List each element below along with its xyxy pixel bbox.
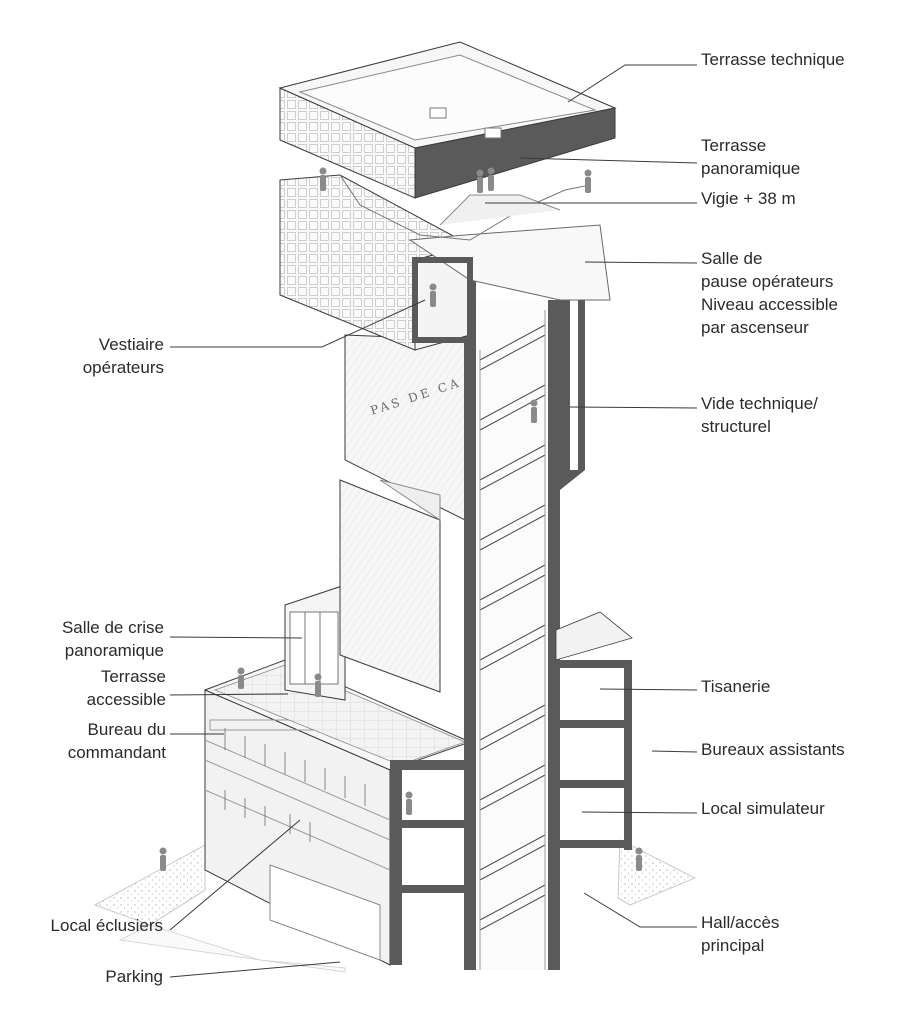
person-figure	[530, 399, 538, 423]
leader-hall	[583, 892, 697, 928]
tower-shaft	[390, 250, 633, 970]
label-local-simulateur: Local simulateur	[701, 799, 825, 818]
label-parking: Parking	[105, 967, 163, 986]
human-figures	[159, 167, 643, 871]
person-figure	[405, 791, 413, 815]
staircase	[479, 310, 546, 970]
leader-bureaux-assistants	[651, 750, 698, 753]
person-figure	[635, 847, 643, 871]
leader-salle-crise	[169, 636, 303, 639]
person-figure	[314, 673, 322, 697]
label-tisanerie: Tisanerie	[701, 677, 771, 696]
person-figure	[584, 169, 592, 193]
label-bureaux-assistants: Bureaux assistants	[701, 740, 845, 759]
leader-local-eclusiers	[169, 819, 301, 931]
leader-lines	[169, 64, 698, 978]
leader-vestiaire	[170, 299, 426, 348]
person-figure	[487, 167, 495, 191]
leader-parking	[169, 961, 341, 978]
label-salle-pause: Salle de pause opérateurs Niveau accessi…	[701, 249, 839, 337]
person-figure	[476, 169, 484, 193]
person-figure	[159, 847, 167, 871]
label-vigie: Vigie + 38 m	[701, 189, 796, 208]
leader-terrasse-technique	[567, 64, 697, 103]
label-vestiaire: Vestiaire opérateurs	[82, 335, 164, 377]
leader-terrasse-panoramique	[519, 157, 698, 164]
label-hall-acces: Hall/accès principal	[701, 913, 780, 955]
person-figure	[319, 167, 327, 191]
upper-grid-volume	[278, 41, 617, 351]
label-vide-technique: Vide technique/ structurel	[701, 394, 818, 436]
person-figure	[237, 667, 245, 689]
leader-salle-pause	[584, 261, 698, 264]
label-terrasse-accessible: Terrasse accessible	[86, 667, 166, 709]
salle-de-crise-box	[284, 584, 346, 701]
label-terrasse-technique: Terrasse technique	[701, 50, 845, 69]
leader-tisanerie	[599, 688, 698, 691]
leader-local-simulateur	[581, 811, 698, 814]
leader-terrasse-accessible	[169, 693, 289, 696]
label-salle-crise: Salle de crise panoramique	[61, 618, 164, 660]
label-terrasse-panoramique: Terrasse panoramique	[701, 136, 801, 178]
person-figure	[429, 283, 437, 307]
leader-vide	[569, 406, 698, 409]
ground-pavement	[94, 839, 696, 973]
label-local-eclusiers: Local éclusiers	[50, 916, 163, 935]
label-bureau-commandant: Bureau du commandant	[67, 720, 166, 762]
